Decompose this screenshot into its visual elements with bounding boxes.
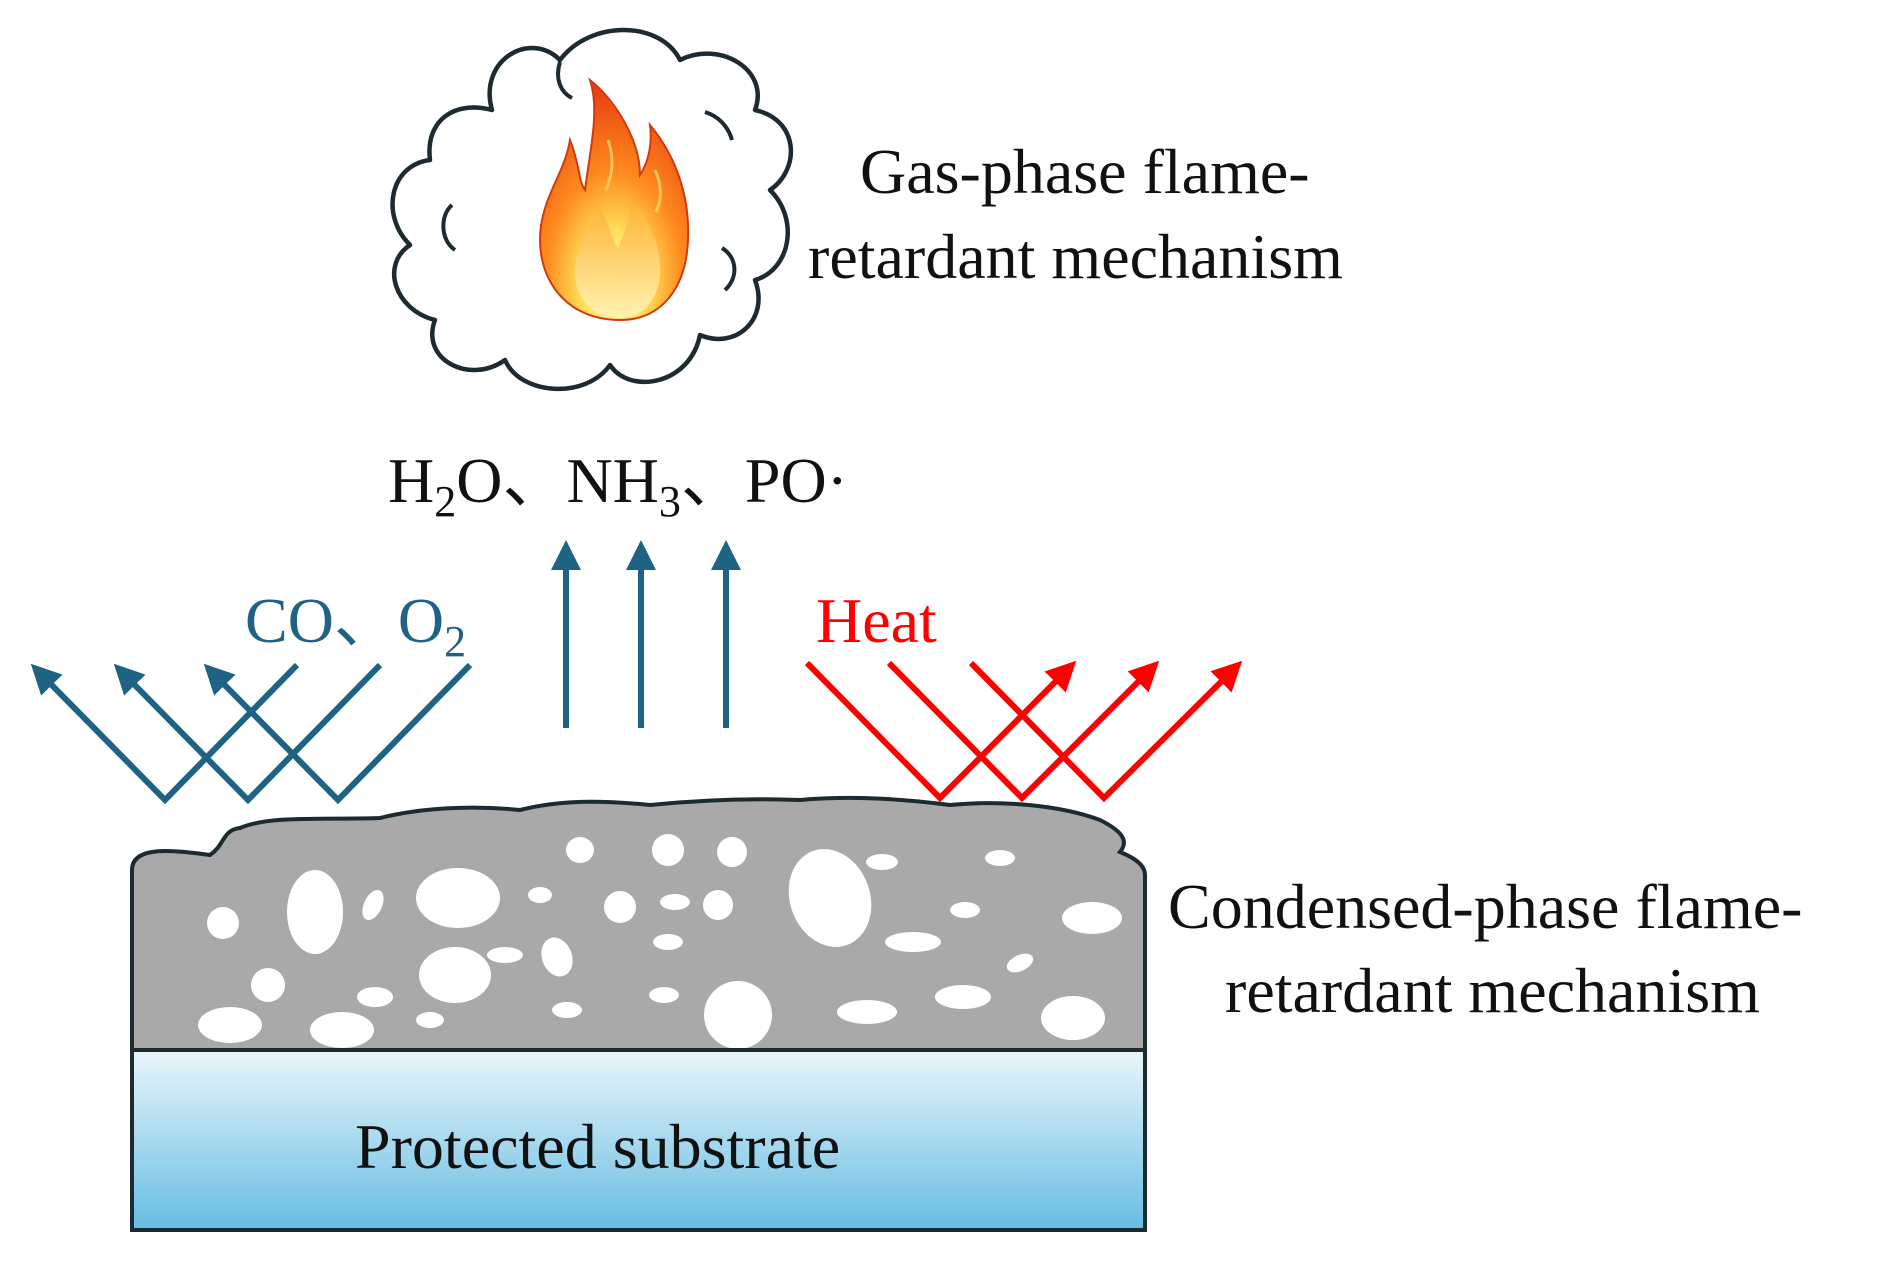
heat-arrows [804, 660, 1243, 803]
blocked-gases-label: CO、O2 [245, 585, 466, 666]
released-gas-arrows [551, 540, 741, 728]
cloud-curl-right [720, 246, 737, 292]
substrate-label: Protected substrate [355, 1111, 840, 1182]
o-separator: O、 [456, 445, 566, 516]
heat-arrow-2 [886, 660, 1160, 803]
gas-phase-title-line2: retardant mechanism [808, 221, 1343, 292]
heat-arrow-1 [804, 660, 1077, 803]
cloud-curl-left [441, 203, 457, 252]
protected-substrate: Protected substrate [130, 1048, 1147, 1232]
fire-icon [539, 77, 690, 322]
bounce-arrow-3 [203, 662, 473, 805]
char-layer-body [130, 795, 1147, 1052]
released-products-formula: H2O、NH3、PO· [388, 445, 848, 526]
h-subscript: 2 [434, 477, 456, 526]
cloud-curl-top-right [704, 110, 734, 141]
char-pores [198, 834, 1122, 1049]
heat-arrow-3 [968, 660, 1243, 803]
po-text: 、PO· [681, 445, 848, 516]
nh-subscript: 3 [659, 477, 681, 526]
substrate-block [130, 1048, 1147, 1232]
blocked-gas-arrows [30, 662, 473, 805]
gas-phase-title-line1: Gas-phase flame- [860, 136, 1310, 207]
o2-subscript: 2 [444, 617, 466, 666]
bounce-arrow-1 [30, 662, 300, 805]
condensed-phase-title-line1: Condensed-phase flame- [1168, 871, 1802, 942]
h-text: H [388, 445, 434, 516]
char-layer [130, 795, 1147, 1052]
condensed-phase-title-line2: retardant mechanism [1225, 955, 1760, 1026]
heat-label: Heat [816, 585, 937, 656]
co-text: CO、O [245, 585, 444, 656]
cloud-curl-top [556, 61, 574, 100]
bounce-arrow-2 [113, 662, 383, 805]
nh-text: NH [566, 445, 658, 516]
